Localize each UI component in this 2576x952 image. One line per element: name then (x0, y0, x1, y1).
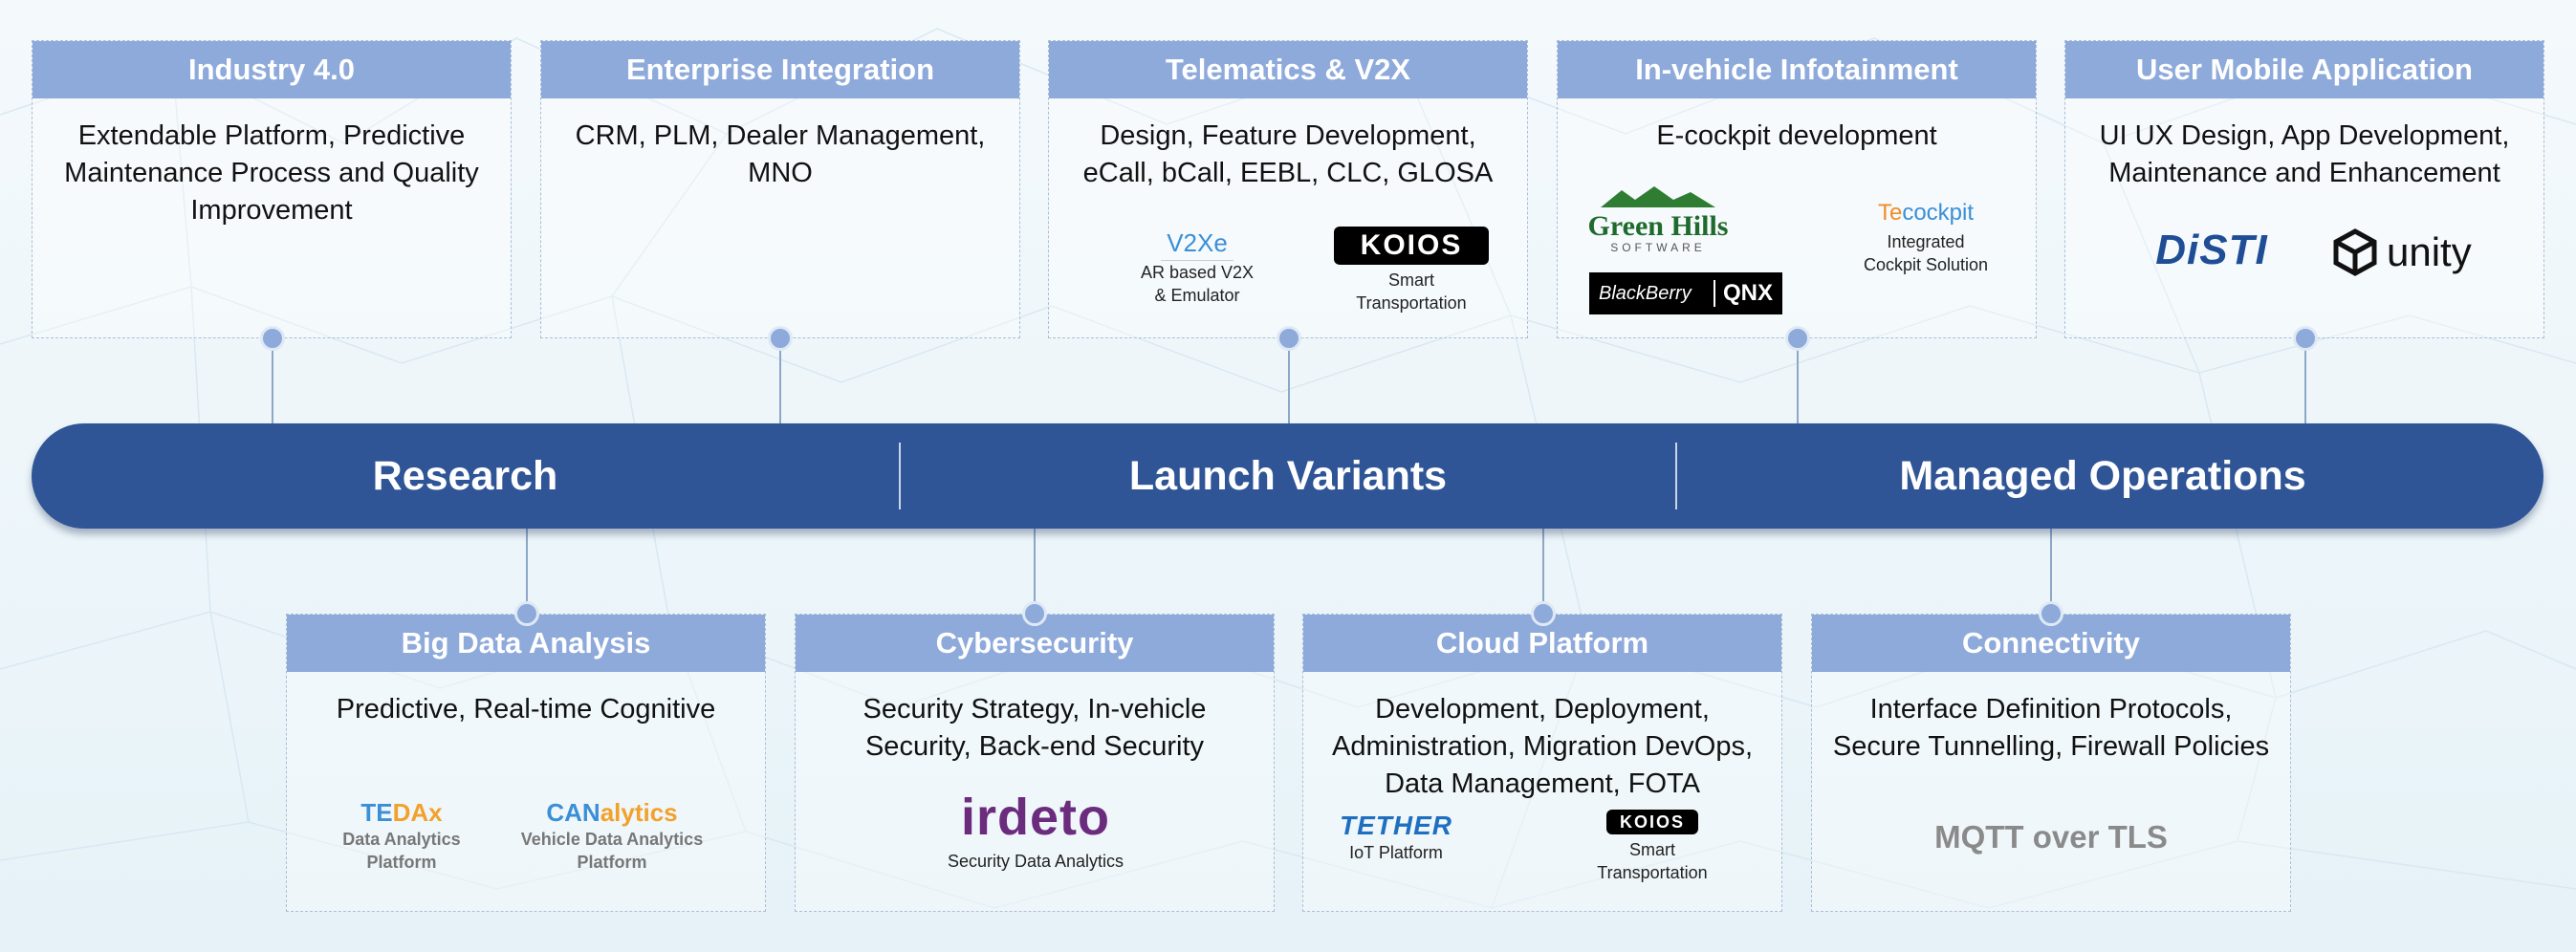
card-title: Telematics & V2X (1049, 41, 1527, 98)
logo-caption: Platform (366, 853, 437, 872)
logo-caption: & Emulator (1154, 286, 1240, 305)
card-description: Development, Deployment, Administration,… (1332, 694, 1753, 799)
canalytics-prefix: CAN (546, 798, 600, 827)
unity-cube-icon (2333, 228, 2377, 276)
connector-dot (1531, 601, 1556, 626)
connector-dot (768, 326, 793, 351)
green-hills-name: Green Hills (1587, 210, 1729, 242)
mqtt-over-tls-label: MQTT over TLS (1934, 819, 2168, 855)
card-big-data-analysis: Big Data Analysis Predictive, Real-time … (286, 614, 766, 912)
blackberry-logo-text: BlackBerry (1599, 282, 1692, 304)
card-description: Security Strategy, In-vehicle Security, … (862, 694, 1207, 762)
unity-logo-text: unity (2387, 229, 2472, 274)
green-hills-logo: Green Hills SOFTWARE (1586, 186, 1730, 254)
logo-caption: Security Data Analytics (947, 852, 1124, 871)
connector-line (1288, 338, 1290, 426)
card-industry-4: Industry 4.0 Extendable Platform, Predic… (32, 40, 512, 338)
connector-dot (2039, 601, 2063, 626)
connector-line (272, 338, 273, 426)
phase-divider (1675, 443, 1677, 509)
card-telematics-v2x: Telematics & V2X Design, Feature Develop… (1048, 40, 1528, 338)
tecockpit-prefix: Te (1877, 200, 1903, 226)
phase-managed-operations: Managed Operations (1899, 452, 2306, 499)
logo-caption: Integrated (1887, 232, 1965, 251)
tedax-prefix: TE (360, 798, 393, 827)
card-title: Industry 4.0 (33, 41, 511, 98)
connector-line (1542, 526, 1544, 616)
green-hills-subname: SOFTWARE (1610, 241, 1706, 254)
blackberry-qnx-logo: BlackBerry QNX (1589, 272, 1782, 314)
tedax-logo: TEDAx (325, 798, 478, 828)
connector-line (1797, 338, 1799, 426)
card-title: User Mobile Application (2065, 41, 2543, 98)
canalytics-logo-block: CANalytics Vehicle Data Analytics Platfo… (507, 798, 717, 874)
card-description: E-cockpit development (1656, 120, 1937, 151)
koios-logo: KOIOS (1334, 227, 1489, 265)
unity-logo: unity (2331, 228, 2494, 276)
card-description: Predictive, Real-time Cognitive (336, 694, 716, 725)
card-in-vehicle-infotainment: In-vehicle Infotainment E-cockpit develo… (1557, 40, 2037, 338)
connector-line (2050, 526, 2052, 616)
tedax-logo-block: TEDAx Data Analytics Platform (325, 798, 478, 874)
card-user-mobile-application: User Mobile Application UI UX Design, Ap… (2064, 40, 2544, 338)
irdeto-logo: irdeto (960, 789, 1110, 846)
tether-logo-block: TETHER IoT Platform (1324, 811, 1468, 864)
connector-dot (1277, 326, 1301, 351)
logo-caption: IoT Platform (1349, 843, 1443, 862)
card-description: UI UX Design, App Development, Maintenan… (2099, 120, 2510, 188)
connector-dot (2293, 326, 2318, 351)
koios-logo-block: KOIOS Smart Transportation (1330, 227, 1493, 314)
canalytics-suffix: alytics (600, 798, 678, 827)
card-title: Enterprise Integration (541, 41, 1019, 98)
connector-dot (514, 601, 539, 626)
connector-dot (1022, 601, 1047, 626)
canalytics-logo: CANalytics (507, 798, 717, 828)
disti-logo: DiSTI (2155, 227, 2268, 273)
logo-caption: Data Analytics (342, 830, 461, 849)
phase-band (32, 423, 2543, 529)
card-description: Interface Definition Protocols, Secure T… (1832, 694, 2270, 762)
logo-caption: Vehicle Data Analytics (520, 830, 704, 849)
card-description: Design, Feature Development, eCall, bCal… (1082, 120, 1494, 188)
connector-line (779, 338, 781, 426)
tecockpit-logo-block: Tecockpit Integrated Cockpit Solution (1845, 200, 2007, 276)
connector-line (1034, 526, 1036, 616)
card-description: Extendable Platform, Predictive Maintena… (64, 120, 479, 226)
logo-caption: Cockpit Solution (1863, 255, 1989, 274)
logo-caption: Smart (1628, 840, 1675, 859)
card-enterprise-integration: Enterprise Integration CRM, PLM, Dealer … (540, 40, 1020, 338)
connector-line (2304, 338, 2306, 426)
koios-logo-block: KOIOS Smart Transportation (1590, 810, 1714, 884)
card-cybersecurity: Cybersecurity Security Strategy, In-vehi… (795, 614, 1275, 912)
logo-caption: AR based V2X (1140, 263, 1255, 282)
tedax-suffix: DAx (392, 798, 443, 827)
connector-dot (260, 326, 285, 351)
irdeto-logo-block: irdeto Security Data Analytics (921, 789, 1150, 873)
mountain-icon (1601, 186, 1715, 207)
tether-logo: TETHER (1340, 811, 1452, 840)
card-title: In-vehicle Infotainment (1558, 41, 2036, 98)
card-title: Big Data Analysis (287, 615, 765, 672)
phase-launch-variants: Launch Variants (1128, 452, 1448, 499)
koios-logo: KOIOS (1606, 810, 1698, 834)
phase-research: Research (372, 452, 558, 499)
tecockpit-logo: Tecockpit (1845, 200, 2007, 227)
tecockpit-suffix: cockpit (1902, 200, 1975, 226)
v2xe-logo: V2Xe (1161, 228, 1233, 261)
connector-line (526, 526, 528, 616)
card-description: CRM, PLM, Dealer Management, MNO (575, 120, 986, 188)
qnx-logo-text: QNX (1713, 280, 1773, 307)
connector-dot (1785, 326, 1810, 351)
logo-caption: Transportation (1356, 293, 1467, 313)
card-connectivity: Connectivity Interface Definition Protoc… (1811, 614, 2291, 912)
card-cloud-platform: Cloud Platform Development, Deployment, … (1302, 614, 1782, 912)
logo-caption: Smart (1387, 270, 1434, 290)
logo-caption: Platform (577, 853, 647, 872)
logo-caption: Transportation (1597, 863, 1708, 882)
phase-divider (899, 443, 901, 509)
v2xe-logo-block: V2Xe AR based V2X & Emulator (1125, 228, 1269, 307)
